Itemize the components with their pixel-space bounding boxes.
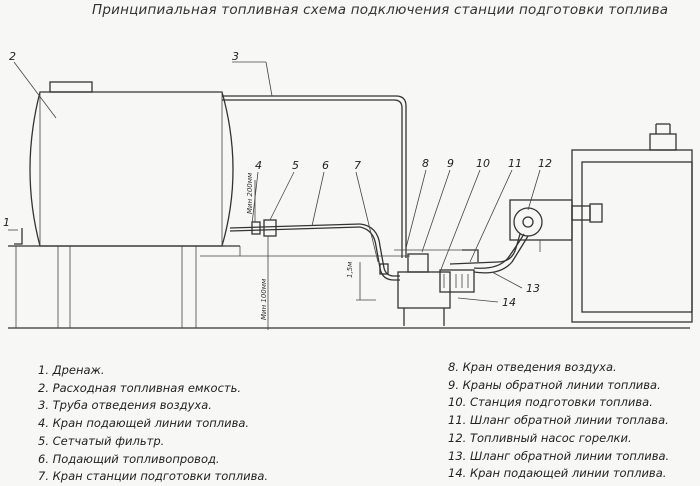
callout-14: 14 bbox=[502, 296, 516, 309]
legend-item-8: 8. Кран отведения воздуха. bbox=[448, 360, 617, 374]
legend-item-7: 7. Кран станции подготовки топлива. bbox=[38, 469, 269, 484]
dim-lower-label: Мин 100мм bbox=[260, 278, 268, 320]
callout-7: 7 bbox=[354, 159, 361, 172]
legend-right: 8. Кран отведения воздуха. 9. Краны обра… bbox=[448, 359, 669, 483]
callout-8: 8 bbox=[422, 157, 429, 170]
dim-upper-label: Мин 200мм bbox=[246, 172, 254, 214]
legend-item-11: 11. Шланг обратной линии топлава. bbox=[448, 413, 669, 428]
legend-item-13: 13. Шланг обратной линии топлива. bbox=[448, 448, 670, 463]
callout-11: 11 bbox=[508, 157, 522, 170]
legend-item-4: 4. Кран подающей линии топлива. bbox=[38, 416, 250, 431]
legend-item-12: 12. Топливный насос горелки. bbox=[448, 430, 632, 445]
page-title: Принципиальная топливная схема подключен… bbox=[92, 2, 669, 18]
callout-1: 1 bbox=[3, 216, 10, 229]
callout-12: 12 bbox=[538, 157, 552, 170]
dimension-markers: Мин 200мм Мин 100мм 1,5м bbox=[246, 172, 376, 330]
boiler bbox=[571, 123, 693, 323]
legend-item-2: 2. Расходная топливная емкость. bbox=[38, 380, 242, 395]
leader-lines bbox=[8, 61, 541, 303]
callout-13: 13 bbox=[526, 282, 540, 295]
callout-6: 6 bbox=[322, 159, 329, 172]
base-platform bbox=[8, 245, 690, 329]
callout-2: 2 bbox=[9, 50, 16, 63]
callout-10: 10 bbox=[476, 157, 490, 170]
fuel-station bbox=[394, 249, 479, 326]
callout-numbers: 1 2 3 4 5 6 7 8 9 10 11 12 13 14 bbox=[3, 50, 552, 309]
legend-item-9: 9. Краны обратной линии топлива. bbox=[448, 377, 661, 392]
legend-item-1: 1. Дренаж. bbox=[38, 363, 105, 377]
dim-height-label: 1,5м bbox=[346, 261, 354, 278]
fuel-tank bbox=[14, 81, 234, 247]
legend-item-10: 10. Станция подготовки топлива. bbox=[448, 395, 653, 410]
supply-line bbox=[229, 219, 400, 281]
callout-4: 4 bbox=[255, 159, 262, 172]
legend-item-3: 3. Труба отведения воздуха. bbox=[38, 398, 212, 413]
callout-3: 3 bbox=[232, 50, 239, 63]
legend-item-14: 14. Кран подающей линии топлива. bbox=[448, 466, 667, 481]
air-vent-pipe bbox=[222, 95, 407, 258]
callout-5: 5 bbox=[292, 159, 299, 172]
legend-left: 1. Дренаж. 2. Расходная топливная емкост… bbox=[38, 362, 268, 486]
callout-9: 9 bbox=[447, 157, 454, 170]
legend-item-6: 6. Подающий топливопровод. bbox=[38, 451, 220, 466]
burner bbox=[509, 199, 603, 252]
legend-item-5: 5. Сетчатый фильтр. bbox=[38, 433, 165, 448]
